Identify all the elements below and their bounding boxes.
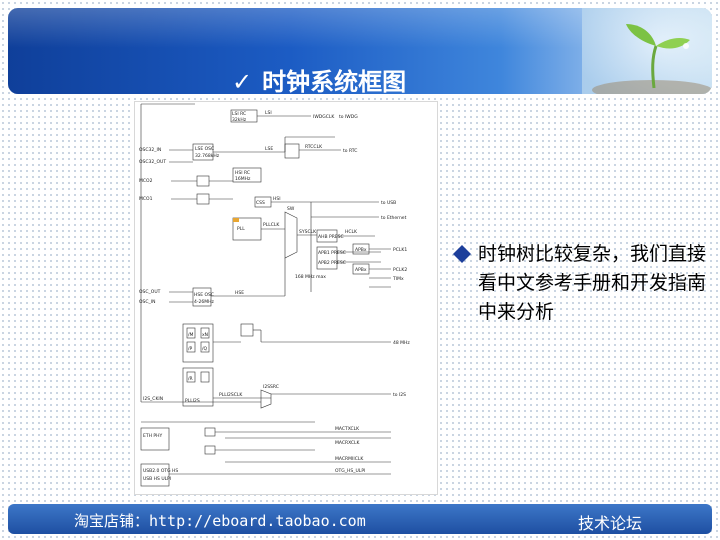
clock-tree-svg: OSC32_IN OSC32_OUT LSE OSC 32.768kHz LSI… bbox=[139, 103, 410, 487]
diamond-bullet-icon bbox=[453, 245, 471, 263]
label-hsi-rc: HSI RC bbox=[235, 170, 250, 176]
label-to-iwdg: to IWDG bbox=[339, 114, 358, 120]
label-hse-freq: 4-26MHz bbox=[194, 299, 214, 305]
label-mul-n: xN bbox=[202, 332, 208, 338]
label-pllclk: PLLCLK bbox=[263, 222, 280, 228]
label-div-r: /R bbox=[188, 376, 193, 382]
label-i2s-ckin: I2S_CKIN bbox=[143, 396, 163, 402]
label-sysclk: SYSCLK bbox=[299, 229, 317, 235]
label-rtcclk: RTCCLK bbox=[305, 144, 323, 150]
label-div-p: /P bbox=[188, 346, 193, 352]
label-hsi-freq: 16MHz bbox=[235, 176, 251, 182]
label-lsi: LSI bbox=[265, 110, 272, 116]
label-sysclk-max: 168 MHz max bbox=[295, 274, 326, 280]
label-apb2-prescaler: APB2 PRESC bbox=[318, 260, 346, 266]
label-sw: SW bbox=[287, 206, 295, 212]
label-lsi-rc: LSI RC bbox=[232, 111, 246, 117]
label-to-i2s: to I2S bbox=[393, 392, 406, 398]
label-div-m: /M bbox=[188, 332, 194, 338]
label-pclk1: PCLK1 bbox=[393, 247, 407, 253]
bullet-text: 时钟树比较复杂，我们直接看中文参考手册和开发指南中来分析 bbox=[478, 243, 707, 323]
label-usb-otg-hs: USB2.0 OTG HS bbox=[143, 468, 178, 474]
label-usb-phy: USB HS ULPI bbox=[143, 476, 171, 482]
label-lse-freq: 32.768kHz bbox=[195, 153, 220, 159]
header-banner: ✓ 时钟系统框图 bbox=[8, 8, 712, 94]
label-apb1: APBx bbox=[355, 247, 367, 253]
label-osc32-in: OSC32_IN bbox=[139, 147, 161, 153]
label-div-q: /Q bbox=[202, 346, 208, 352]
bullet-point: 时钟树比较复杂，我们直接看中文参考手册和开发指南中来分析 bbox=[452, 240, 714, 327]
slide-title-text: 时钟系统框图 bbox=[262, 67, 407, 94]
label-apb2: APBx bbox=[355, 267, 367, 273]
label-lse: LSE bbox=[265, 146, 273, 152]
label-to-rtc: to RTC bbox=[343, 148, 357, 154]
label-lse-osc: LSE OSC bbox=[195, 146, 214, 152]
label-hse-osc: HSE OSC bbox=[194, 292, 214, 298]
label-iwdgclk: IWDGCLK bbox=[313, 114, 335, 120]
label-osc-in: OSC_IN bbox=[139, 299, 155, 305]
footer-forum-link[interactable]: 技术论坛 bbox=[578, 514, 643, 533]
label-48mhz: 48 MHz bbox=[393, 340, 410, 346]
label-timers: TIMx bbox=[392, 276, 404, 282]
label-mac-tx: MACTXCLK bbox=[335, 426, 360, 432]
footer-shop-link[interactable]: 淘宝店铺：http://eboard.taobao.com bbox=[74, 512, 366, 530]
label-css: CSS bbox=[256, 200, 265, 206]
label-to-eth: to Ethernet bbox=[381, 215, 407, 221]
check-icon: ✓ bbox=[232, 68, 253, 94]
footer-bar: 淘宝店铺：http://eboard.taobao.com 技术论坛 bbox=[8, 504, 712, 534]
label-mco2: MCO2 bbox=[139, 178, 153, 184]
label-lsi-freq: 32kHz bbox=[232, 117, 247, 123]
label-ahb-prescaler: AHB PRESC bbox=[318, 234, 344, 240]
sprout-image bbox=[582, 8, 712, 94]
label-ethernet-phy: ETH PHY bbox=[143, 433, 163, 439]
label-plli2s: PLLI2S bbox=[185, 398, 200, 404]
label-to-usb: to USB bbox=[381, 200, 396, 206]
label-otg-hs-ulpi: OTG_HS_ULPI bbox=[335, 468, 365, 474]
label-i2ssrc: I2SSRC bbox=[263, 384, 279, 390]
label-hclk: HCLK bbox=[345, 229, 358, 235]
label-apb1-prescaler: APB1 PRESC bbox=[318, 250, 346, 256]
label-pclk2: PCLK2 bbox=[393, 267, 407, 273]
clock-tree-diagram: OSC32_IN OSC32_OUT LSE OSC 32.768kHz LSI… bbox=[134, 101, 438, 495]
label-hse: HSE bbox=[235, 290, 244, 296]
label-mac-rx: MACRXCLK bbox=[335, 440, 361, 446]
label-mco1: MCO1 bbox=[139, 196, 153, 202]
label-pll: PLL bbox=[237, 226, 245, 232]
label-osc32-out: OSC32_OUT bbox=[139, 159, 166, 165]
label-osc-out: OSC_OUT bbox=[139, 289, 161, 295]
label-hsi: HSI bbox=[273, 196, 281, 202]
slide-title: ✓ 时钟系统框图 bbox=[232, 62, 406, 94]
label-mac-rmii: MACRMIICLK bbox=[335, 456, 364, 462]
label-plli2sclk: PLLI2SCLK bbox=[219, 392, 243, 398]
